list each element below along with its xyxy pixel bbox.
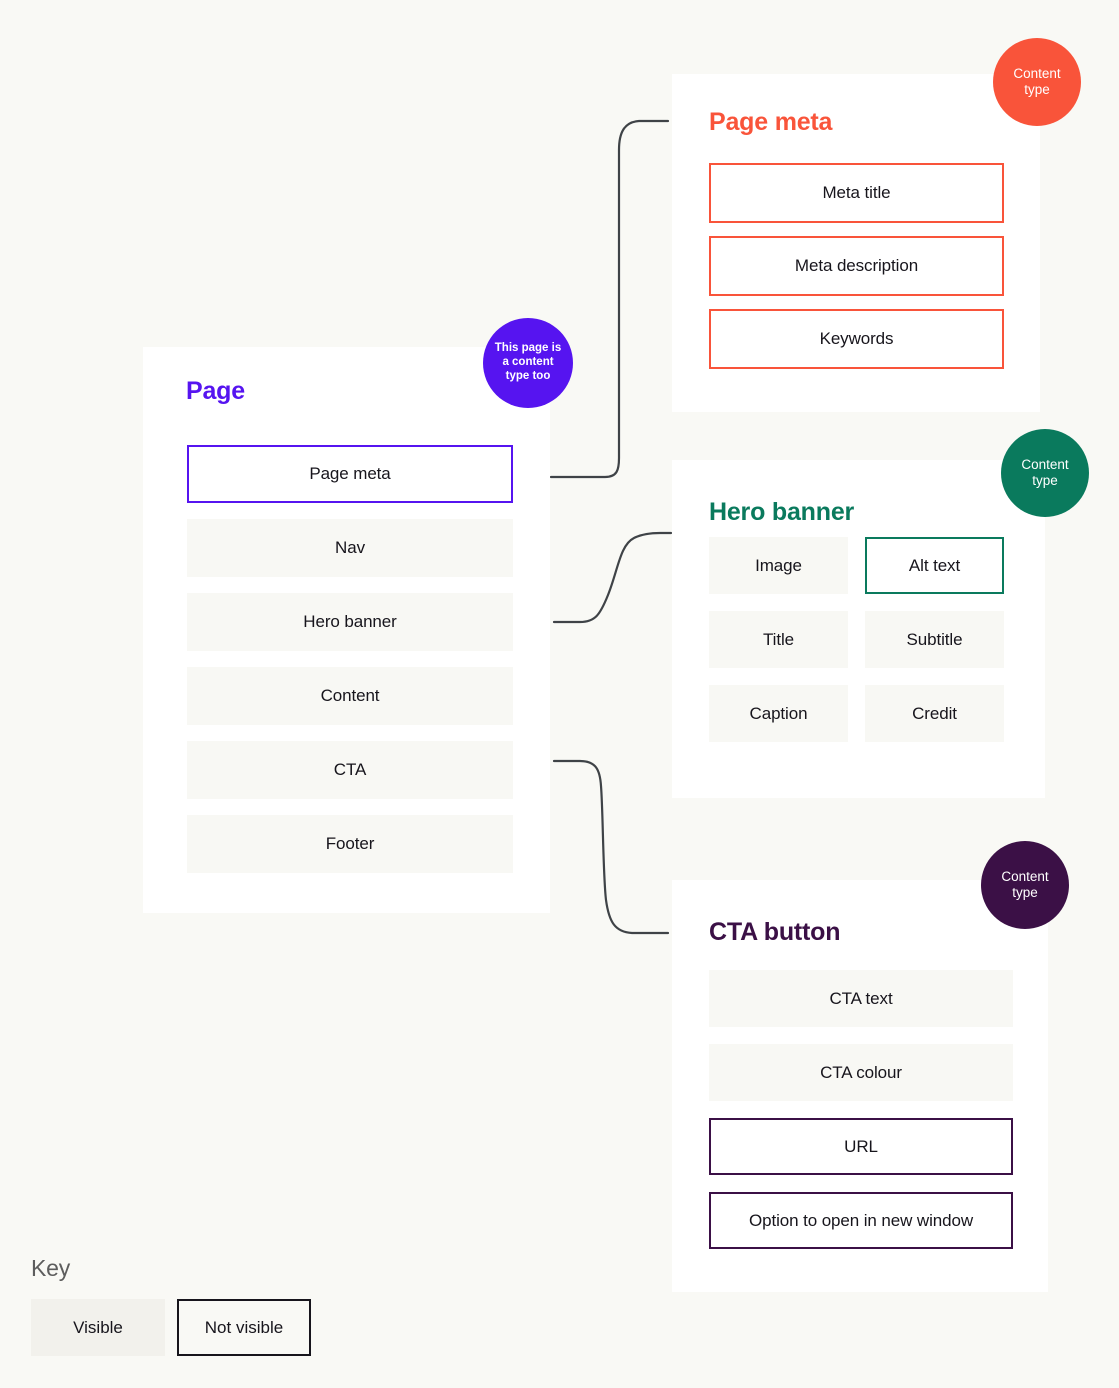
hero-banner-card: Hero banner Image Alt text Title Subtitl… (672, 460, 1045, 798)
hero-row-label: Alt text (908, 555, 961, 575)
key-item-visible: Visible (31, 1299, 165, 1356)
page-badge-text: This page is a content type too (494, 342, 562, 382)
page-card: Page Page meta Nav Hero banner Content C… (143, 347, 550, 913)
page-meta-row-label: Meta description (794, 256, 919, 275)
hero-banner-card-rows: Image Alt text Title Subtitle Caption Cr… (709, 537, 1004, 742)
page-meta-card-rows: Meta title Meta description Keywords (709, 163, 1004, 382)
page-meta-card-title: Page meta (709, 108, 833, 136)
page-row-page-meta[interactable]: Page meta (187, 445, 513, 503)
page-meta-row-meta-title[interactable]: Meta title (709, 163, 1004, 223)
page-row-cta[interactable]: CTA (187, 741, 513, 799)
cta-row-label: CTA colour (820, 1062, 902, 1082)
page-row-footer[interactable]: Footer (187, 815, 513, 873)
cta-row-label: URL (844, 1136, 878, 1156)
page-meta-content-type-badge: Content type (993, 38, 1081, 126)
cta-row-label: CTA text (829, 988, 893, 1008)
cta-row-open-new-window[interactable]: Option to open in new window (709, 1192, 1013, 1249)
cta-row-label: Option to open in new window (748, 1210, 973, 1230)
page-row-label: CTA (333, 760, 367, 779)
hero-row-label: Credit (912, 703, 957, 723)
cta-row-url[interactable]: URL (709, 1118, 1013, 1175)
page-meta-card: Page meta Meta title Meta description Ke… (672, 74, 1040, 412)
key-item-label: Not visible (204, 1317, 284, 1337)
page-row-hero-banner[interactable]: Hero banner (187, 593, 513, 651)
cta-button-card: CTA button CTA text CTA colour URL Optio… (672, 880, 1048, 1292)
key-items: Visible Not visible (31, 1299, 311, 1356)
page-card-title: Page (186, 377, 245, 405)
page-row-label: Footer (325, 834, 375, 853)
page-meta-row-label: Meta title (822, 183, 891, 202)
key-title: Key (31, 1255, 71, 1281)
page-content-type-badge: This page is a content type too (483, 318, 573, 408)
cta-row-cta-colour[interactable]: CTA colour (709, 1044, 1013, 1101)
key-item-label: Visible (73, 1317, 123, 1337)
page-meta-row-label: Keywords (819, 329, 894, 348)
page-card-rows: Page meta Nav Hero banner Content CTA Fo… (187, 445, 513, 889)
cta-button-content-type-badge: Content type (981, 841, 1069, 929)
cta-button-card-title: CTA button (709, 918, 841, 946)
cta-row-cta-text[interactable]: CTA text (709, 970, 1013, 1027)
page-row-nav[interactable]: Nav (187, 519, 513, 577)
connector-hero-banner (552, 531, 673, 624)
page-row-label: Content (320, 686, 380, 705)
hero-row-label: Title (763, 629, 794, 649)
key-item-not-visible: Not visible (177, 1299, 311, 1356)
page-meta-row-keywords[interactable]: Keywords (709, 309, 1004, 369)
hero-banner-content-type-badge: Content type (1001, 429, 1089, 517)
hero-row-label: Caption (749, 703, 808, 723)
page-meta-badge-text: Content type (1013, 65, 1061, 97)
connector-cta (552, 759, 670, 935)
hero-row-credit[interactable]: Credit (865, 685, 1004, 742)
hero-row-image[interactable]: Image (709, 537, 848, 594)
page-row-label: Hero banner (303, 612, 397, 631)
hero-row-subtitle[interactable]: Subtitle (865, 611, 1004, 668)
hero-row-label: Image (755, 555, 802, 575)
hero-row-title[interactable]: Title (709, 611, 848, 668)
page-row-content[interactable]: Content (187, 667, 513, 725)
hero-row-alt-text[interactable]: Alt text (865, 537, 1004, 594)
connector-page-meta (549, 119, 670, 479)
page-row-label: Page meta (309, 464, 391, 483)
hero-badge-text: Content type (1021, 456, 1069, 488)
hero-banner-card-title: Hero banner (709, 498, 855, 526)
cta-badge-text: Content type (1001, 868, 1049, 900)
hero-row-label: Subtitle (906, 629, 963, 649)
cta-button-card-rows: CTA text CTA colour URL Option to open i… (709, 970, 1013, 1266)
page-meta-row-meta-description[interactable]: Meta description (709, 236, 1004, 296)
hero-row-caption[interactable]: Caption (709, 685, 848, 742)
page-row-label: Nav (335, 538, 365, 557)
key-legend: Key Visible Not visible (31, 1255, 311, 1356)
